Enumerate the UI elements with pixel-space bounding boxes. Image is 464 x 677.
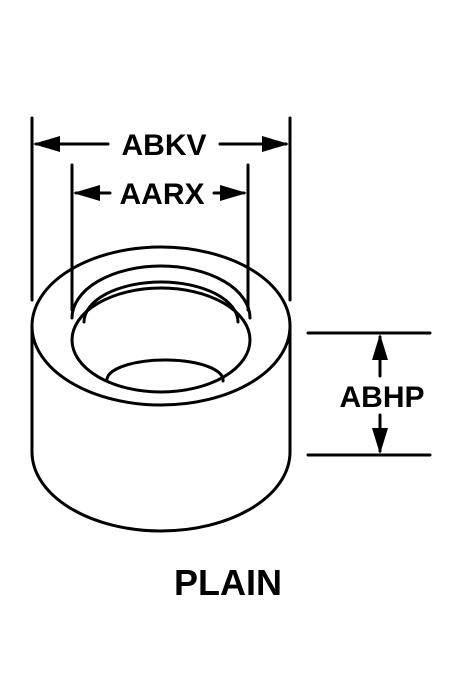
cylinder-bottom-edge	[30, 324, 292, 533]
extension-lines	[30, 116, 432, 457]
abkv-label: ABKV	[121, 129, 206, 162]
aarx-label: AARX	[119, 178, 204, 211]
bore-inner-ring	[70, 286, 252, 394]
cylinder-top-rim	[30, 245, 292, 407]
aarx-arrow-left-icon	[73, 185, 100, 201]
bore-step-arc	[82, 280, 240, 324]
arrowheads	[33, 136, 388, 454]
aarx-arrow-right-icon	[220, 185, 247, 201]
bore-bottom-arc	[105, 358, 225, 383]
bore-top-rim	[70, 264, 252, 320]
abhp-label: ABHP	[339, 381, 424, 414]
diagram-caption: PLAIN	[174, 562, 282, 603]
abhp-arrow-up-icon	[372, 334, 388, 360]
bore	[70, 264, 252, 394]
abkv-arrow-left-icon	[33, 136, 60, 152]
cylinder-outer	[30, 245, 292, 533]
abkv-arrow-right-icon	[262, 136, 289, 152]
abhp-arrow-down-icon	[372, 428, 388, 454]
